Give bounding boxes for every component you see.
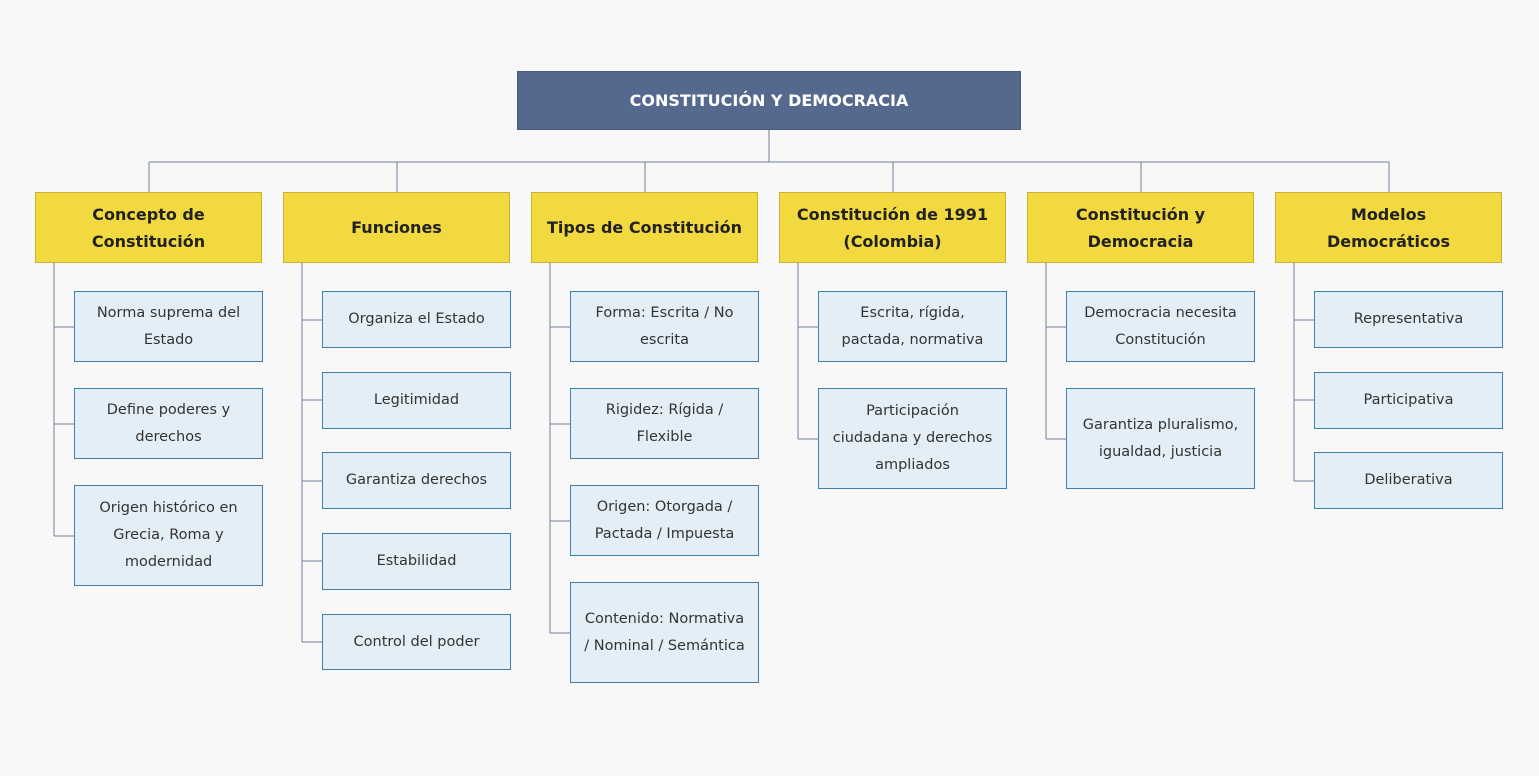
item-node[interactable]: Participativa [1314,372,1503,429]
category-label: Modelos Democráticos [1326,204,1451,251]
item-label: Forma: Escrita / No escrita [595,304,734,348]
category-label: Constitución y Democracia [1075,204,1206,251]
item-label: Democracia necesita Constitución [1084,304,1237,348]
item-label: Garantiza pluralismo, igualdad, justicia [1082,416,1239,460]
category-label: Concepto de Constitución [91,204,206,251]
item-label: Rigidez: Rígida / Flexible [605,401,724,445]
item-node[interactable]: Forma: Escrita / No escrita [570,291,759,362]
item-node[interactable]: Garantiza pluralismo, igualdad, justicia [1066,388,1255,489]
category-constitucion-democracia[interactable]: Constitución y Democracia [1027,192,1254,263]
category-concepto[interactable]: Concepto de Constitución [35,192,262,263]
category-label: Funciones [351,218,442,237]
item-node[interactable]: Define poderes y derechos [74,388,263,459]
item-node[interactable]: Legitimidad [322,372,511,429]
item-node[interactable]: Participación ciudadana y derechos ampli… [818,388,1007,489]
item-node[interactable]: Deliberativa [1314,452,1503,509]
root-node[interactable]: CONSTITUCIÓN Y DEMOCRACIA [517,71,1021,130]
item-node[interactable]: Estabilidad [322,533,511,590]
item-node[interactable]: Control del poder [322,614,511,670]
category-label: Tipos de Constitución [547,218,742,237]
item-label: Origen histórico en Grecia, Roma y moder… [99,500,238,570]
item-label: Estabilidad [376,553,457,569]
item-node[interactable]: Escrita, rígida, pactada, normativa [818,291,1007,362]
item-node[interactable]: Origen: Otorgada / Pactada / Impuesta [570,485,759,556]
item-label: Legitimidad [373,392,460,408]
category-modelos[interactable]: Modelos Democráticos [1275,192,1502,263]
item-label: Deliberativa [1364,472,1453,488]
item-label: Norma suprema del Estado [96,304,241,348]
item-label: Representativa [1353,311,1464,327]
root-title: CONSTITUCIÓN Y DEMOCRACIA [629,91,909,110]
item-node[interactable]: Contenido: Normativa / Nominal / Semánti… [570,582,759,683]
item-label: Participativa [1363,392,1454,408]
item-label: Participación ciudadana y derechos ampli… [832,403,993,473]
item-node[interactable]: Organiza el Estado [322,291,511,348]
category-tipos[interactable]: Tipos de Constitución [531,192,758,263]
item-label: Garantiza derechos [345,472,488,488]
category-constitucion-1991[interactable]: Constitución de 1991 (Colombia) [779,192,1006,263]
item-label: Escrita, rígida, pactada, normativa [841,304,984,348]
item-label: Control del poder [353,633,480,650]
item-label: Contenido: Normativa / Nominal / Semánti… [584,610,745,654]
item-label: Origen: Otorgada / Pactada / Impuesta [594,498,735,542]
item-node[interactable]: Democracia necesita Constitución [1066,291,1255,362]
item-label: Define poderes y derechos [106,401,231,445]
item-label: Organiza el Estado [348,311,485,327]
category-funciones[interactable]: Funciones [283,192,510,263]
item-node[interactable]: Rigidez: Rígida / Flexible [570,388,759,459]
item-node[interactable]: Garantiza derechos [322,452,511,509]
item-node[interactable]: Representativa [1314,291,1503,348]
item-node[interactable]: Origen histórico en Grecia, Roma y moder… [74,485,263,586]
item-node[interactable]: Norma suprema del Estado [74,291,263,362]
category-label: Constitución de 1991 (Colombia) [796,204,989,251]
